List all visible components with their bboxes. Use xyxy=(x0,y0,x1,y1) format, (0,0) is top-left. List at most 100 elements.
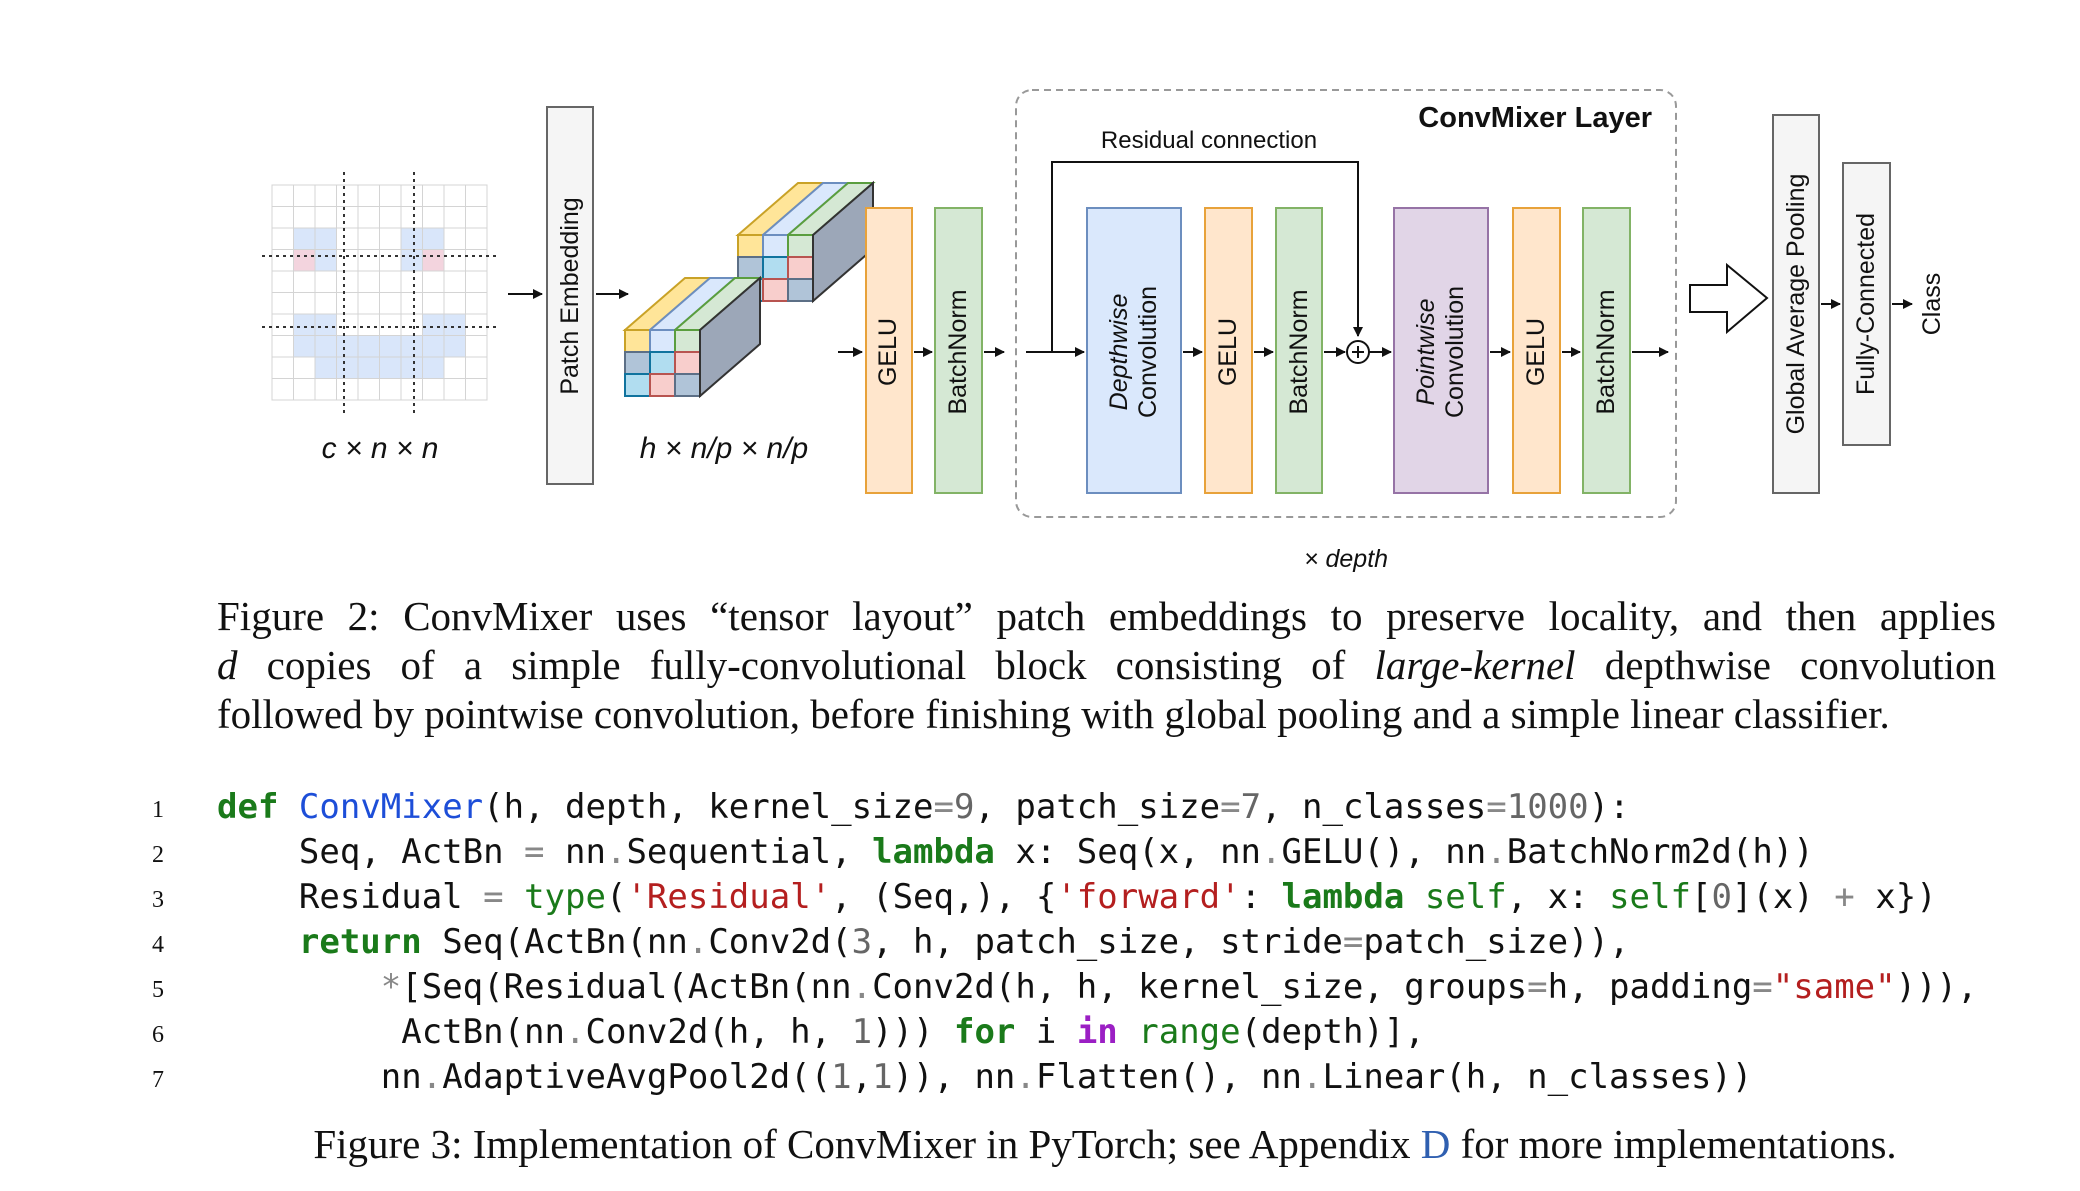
grid-cell xyxy=(293,184,316,207)
pointwise-conv-label: Convolution xyxy=(1441,286,1469,418)
cube-face xyxy=(762,278,789,302)
grid-cell xyxy=(271,335,294,358)
grid-cell xyxy=(314,292,337,315)
pointwise-convolution-block: Pointwise Convolution xyxy=(1393,207,1489,494)
figure2-caption-line3: followed by pointwise convolution, befor… xyxy=(217,691,1890,737)
grid-cell xyxy=(357,184,380,207)
grid-cell xyxy=(271,378,294,401)
input-shape-label: c × n × n xyxy=(322,432,439,465)
line-number: 5 xyxy=(152,977,164,1003)
grid-cell xyxy=(357,249,380,272)
grid-cell xyxy=(379,184,402,207)
code-line-7: nn.AdaptiveAvgPool2d((1,1)), nn.Flatten(… xyxy=(217,1057,1753,1097)
cube-face xyxy=(674,373,701,397)
depthwise-convolution-block: Depthwise Convolution xyxy=(1086,207,1182,494)
grid-cell xyxy=(465,356,488,379)
figure2-var-d: d xyxy=(217,642,238,688)
grid-cell xyxy=(465,184,488,207)
figure3-text: Figure 3: Implementation of ConvMixer in… xyxy=(313,1121,1421,1167)
grid-cell xyxy=(357,292,380,315)
figure2-text-b: depthwise convolution xyxy=(1575,642,1996,688)
grid-cell xyxy=(465,292,488,315)
grid-cell xyxy=(357,313,380,336)
convmixer-layer-title: ConvMixer Layer xyxy=(1418,102,1652,134)
grid-cell xyxy=(400,356,423,379)
grid-cell xyxy=(400,227,423,250)
depthwise-label: Depthwise xyxy=(1105,294,1133,411)
grid-cell xyxy=(293,335,316,358)
cube-face xyxy=(787,278,814,302)
grid-cell xyxy=(293,249,316,272)
patch-tensor-cubes xyxy=(622,180,876,399)
grid-cell xyxy=(443,184,466,207)
patch-shape-label: h × n/p × n/p xyxy=(640,432,808,465)
grid-cell xyxy=(422,184,445,207)
cube-face xyxy=(624,329,651,353)
line-number: 1 xyxy=(152,797,164,823)
grid-cell xyxy=(422,227,445,250)
gelu-block-2: GELU xyxy=(1204,207,1253,494)
grid-cell xyxy=(422,313,445,336)
grid-cell xyxy=(314,270,337,293)
cube-face xyxy=(624,351,651,375)
grid-cell xyxy=(336,249,359,272)
grid-cell xyxy=(336,378,359,401)
grid-cell xyxy=(443,292,466,315)
patch-embedding-box: Patch Embedding xyxy=(546,106,594,485)
cube-face xyxy=(649,373,676,397)
line-number: 4 xyxy=(152,932,164,958)
grid-cell xyxy=(400,184,423,207)
line-number: 3 xyxy=(152,887,164,913)
grid-cell xyxy=(465,249,488,272)
grid-cell xyxy=(443,378,466,401)
grid-cell xyxy=(422,356,445,379)
grid-cell xyxy=(379,227,402,250)
grid-cell xyxy=(293,206,316,229)
grid-cell xyxy=(400,378,423,401)
code-line-5: *[Seq(Residual(ActBn(nn.Conv2d(h, h, ker… xyxy=(380,967,1978,1007)
grid-cell xyxy=(314,356,337,379)
grid-cell xyxy=(336,227,359,250)
class-label: Class xyxy=(1918,273,1946,336)
batchnorm-label-3: BatchNorm xyxy=(1592,289,1620,414)
grid-cell xyxy=(314,249,337,272)
grid-cell xyxy=(314,206,337,229)
fc-label: Fully-Connected xyxy=(1852,213,1880,395)
code-line-6: ActBn(nn.Conv2d(h, h, 1))) for i in rang… xyxy=(217,1012,1425,1052)
convmixer-architecture-diagram: c × n × n Patch Embedding h × n/p × n/p … xyxy=(262,89,1946,573)
batchnorm-block-3: BatchNorm xyxy=(1582,207,1631,494)
cube-face xyxy=(699,275,761,399)
grid-cell xyxy=(336,270,359,293)
grid-cell xyxy=(271,313,294,336)
grid-cell xyxy=(400,292,423,315)
appendix-link[interactable]: D xyxy=(1420,1121,1451,1167)
grid-cell xyxy=(314,313,337,336)
grid-cell xyxy=(336,335,359,358)
grid-cell xyxy=(422,335,445,358)
grid-cell xyxy=(465,270,488,293)
gap-label: Global Average Pooling xyxy=(1782,174,1810,435)
grid-cell xyxy=(379,356,402,379)
grid-cell xyxy=(357,227,380,250)
gelu-label-1: GELU xyxy=(874,318,902,386)
grid-cell xyxy=(400,270,423,293)
grid-cell xyxy=(443,335,466,358)
cube-face xyxy=(674,329,701,353)
grid-cell xyxy=(443,356,466,379)
big-arrow-icon xyxy=(1689,262,1769,335)
grid-cell xyxy=(293,313,316,336)
grid-cell xyxy=(422,378,445,401)
batchnorm-block-1: BatchNorm xyxy=(934,207,983,494)
grid-cell xyxy=(400,249,423,272)
line-number: 7 xyxy=(152,1067,164,1093)
code-line-3: Residual = type('Residual', (Seq,), {'fo… xyxy=(217,877,1937,917)
grid-cell xyxy=(271,292,294,315)
global-average-pooling-block: Global Average Pooling xyxy=(1772,114,1820,494)
grid-cell xyxy=(465,227,488,250)
grid-cell xyxy=(293,292,316,315)
patch-embedding-label: Patch Embedding xyxy=(556,197,584,394)
cube-face xyxy=(787,234,814,258)
grid-cell xyxy=(271,270,294,293)
input-image-grid xyxy=(262,172,498,414)
grid-cell xyxy=(443,249,466,272)
